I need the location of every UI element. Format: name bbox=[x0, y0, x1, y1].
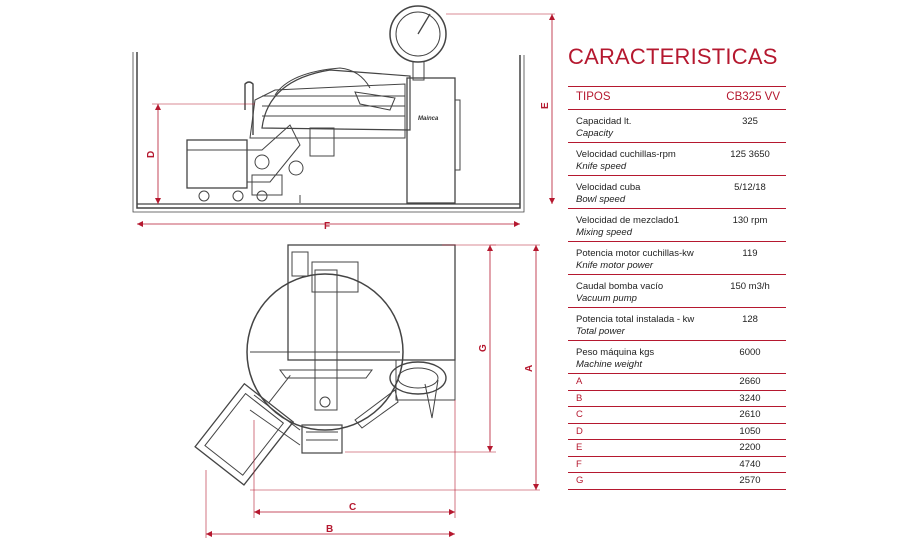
machine-body bbox=[406, 77, 456, 204]
technical-drawing: Mainca D E F G A C B bbox=[132, 5, 555, 538]
dim-label-f: F bbox=[324, 221, 330, 232]
dimension-row: F 4740 bbox=[568, 457, 786, 473]
spec-value: 5/12/18 bbox=[734, 182, 766, 193]
dimension-letter: A bbox=[576, 376, 583, 387]
spec-row: Capacidad lt. Capacity 325 bbox=[568, 110, 786, 143]
dimension-value: 2610 bbox=[739, 409, 761, 420]
spec-row: Peso máquina kgs Machine weight 6000 bbox=[568, 341, 786, 374]
header-model: CB325 VV bbox=[726, 91, 780, 103]
spec-label-es: Peso máquina kgs bbox=[576, 347, 655, 358]
dimension-row: D 1050 bbox=[568, 424, 786, 440]
dimension-letter: D bbox=[576, 425, 583, 437]
dimension-row: G 2570 bbox=[568, 473, 786, 490]
dim-label-g: G bbox=[478, 344, 489, 352]
dimension-letter: F bbox=[576, 458, 582, 470]
spec-label-en: Mixing speed bbox=[576, 227, 632, 238]
dimension-letter: B bbox=[576, 392, 583, 404]
dimension-value: 2570 bbox=[739, 475, 761, 486]
spec-label-en: Capacity bbox=[576, 128, 613, 139]
dimension-letter: E bbox=[576, 442, 583, 453]
brand-logo: Mainca bbox=[418, 116, 439, 122]
spec-label-es: Potencia total instalada - kw bbox=[576, 314, 695, 325]
gauge-top bbox=[389, 361, 447, 395]
dimension-value: 3240 bbox=[739, 392, 761, 404]
spec-row: Potencia total instalada - kw Total powe… bbox=[568, 308, 786, 341]
dim-label-e: E bbox=[540, 102, 551, 109]
gauge-side bbox=[389, 5, 447, 63]
spec-label-es: Velocidad cuchillas-rpm bbox=[576, 149, 676, 160]
spec-value: 150 m3/h bbox=[730, 281, 770, 292]
dimension-row: E 2200 bbox=[568, 440, 786, 457]
spec-label-es: Potencia motor cuchillas-kw bbox=[576, 248, 694, 259]
dim-label-a: A bbox=[524, 365, 535, 372]
dim-label-b: B bbox=[326, 524, 333, 535]
spec-value: 125 3650 bbox=[730, 149, 770, 160]
spec-label-en: Total power bbox=[576, 326, 625, 337]
dimension-value: 2660 bbox=[739, 376, 761, 387]
header-label: TIPOS bbox=[576, 91, 611, 103]
spec-label-en: Vacuum pump bbox=[576, 293, 637, 304]
dimension-letter: G bbox=[576, 475, 584, 486]
dimension-row: A 2660 bbox=[568, 374, 786, 391]
spec-table-header: TIPOS CB325 VV bbox=[568, 86, 786, 110]
spec-label-es: Velocidad de mezclado1 bbox=[576, 215, 679, 226]
dimension-value: 1050 bbox=[739, 425, 761, 437]
spec-label-es: Capacidad lt. bbox=[576, 116, 632, 127]
control-panel bbox=[301, 424, 343, 454]
spec-label-en: Knife speed bbox=[576, 161, 627, 172]
spec-row: Caudal bomba vacío Vacuum pump 150 m3/h bbox=[568, 275, 786, 308]
spec-label-en: Knife motor power bbox=[576, 260, 654, 271]
spec-value: 130 rpm bbox=[732, 215, 768, 226]
spec-value: 128 bbox=[742, 314, 758, 325]
dim-label-c: C bbox=[349, 502, 356, 513]
spec-value: 119 bbox=[742, 248, 758, 259]
dimension-value: 2200 bbox=[739, 442, 761, 453]
dim-label-d: D bbox=[146, 151, 157, 158]
spec-label-en: Bowl speed bbox=[576, 194, 626, 205]
spec-value: 325 bbox=[742, 116, 758, 127]
body-top bbox=[287, 244, 456, 361]
spec-table: TIPOS CB325 VV Capacidad lt. Capacity 32… bbox=[568, 86, 786, 490]
loader-bucket bbox=[186, 139, 248, 189]
spec-row: Velocidad cuchillas-rpm Knife speed 125 … bbox=[568, 143, 786, 176]
dimension-row: C 2610 bbox=[568, 407, 786, 424]
spec-label-en: Machine weight bbox=[576, 359, 643, 370]
spec-row: Potencia motor cuchillas-kw Knife motor … bbox=[568, 242, 786, 275]
spec-value: 6000 bbox=[739, 347, 761, 358]
page-title: CARACTERISTICAS bbox=[568, 44, 778, 69]
spec-label-es: Caudal bomba vacío bbox=[576, 281, 664, 292]
dimension-row: B 3240 bbox=[568, 391, 786, 407]
pit-outline bbox=[136, 52, 521, 209]
spec-row: Velocidad cuba Bowl speed 5/12/18 bbox=[568, 176, 786, 209]
spec-label-es: Velocidad cuba bbox=[576, 182, 641, 193]
dimension-value: 4740 bbox=[739, 458, 761, 470]
spec-row: Velocidad de mezclado1 Mixing speed 130 … bbox=[568, 209, 786, 242]
dimension-letter: C bbox=[576, 409, 583, 420]
bowl-top bbox=[246, 273, 404, 431]
